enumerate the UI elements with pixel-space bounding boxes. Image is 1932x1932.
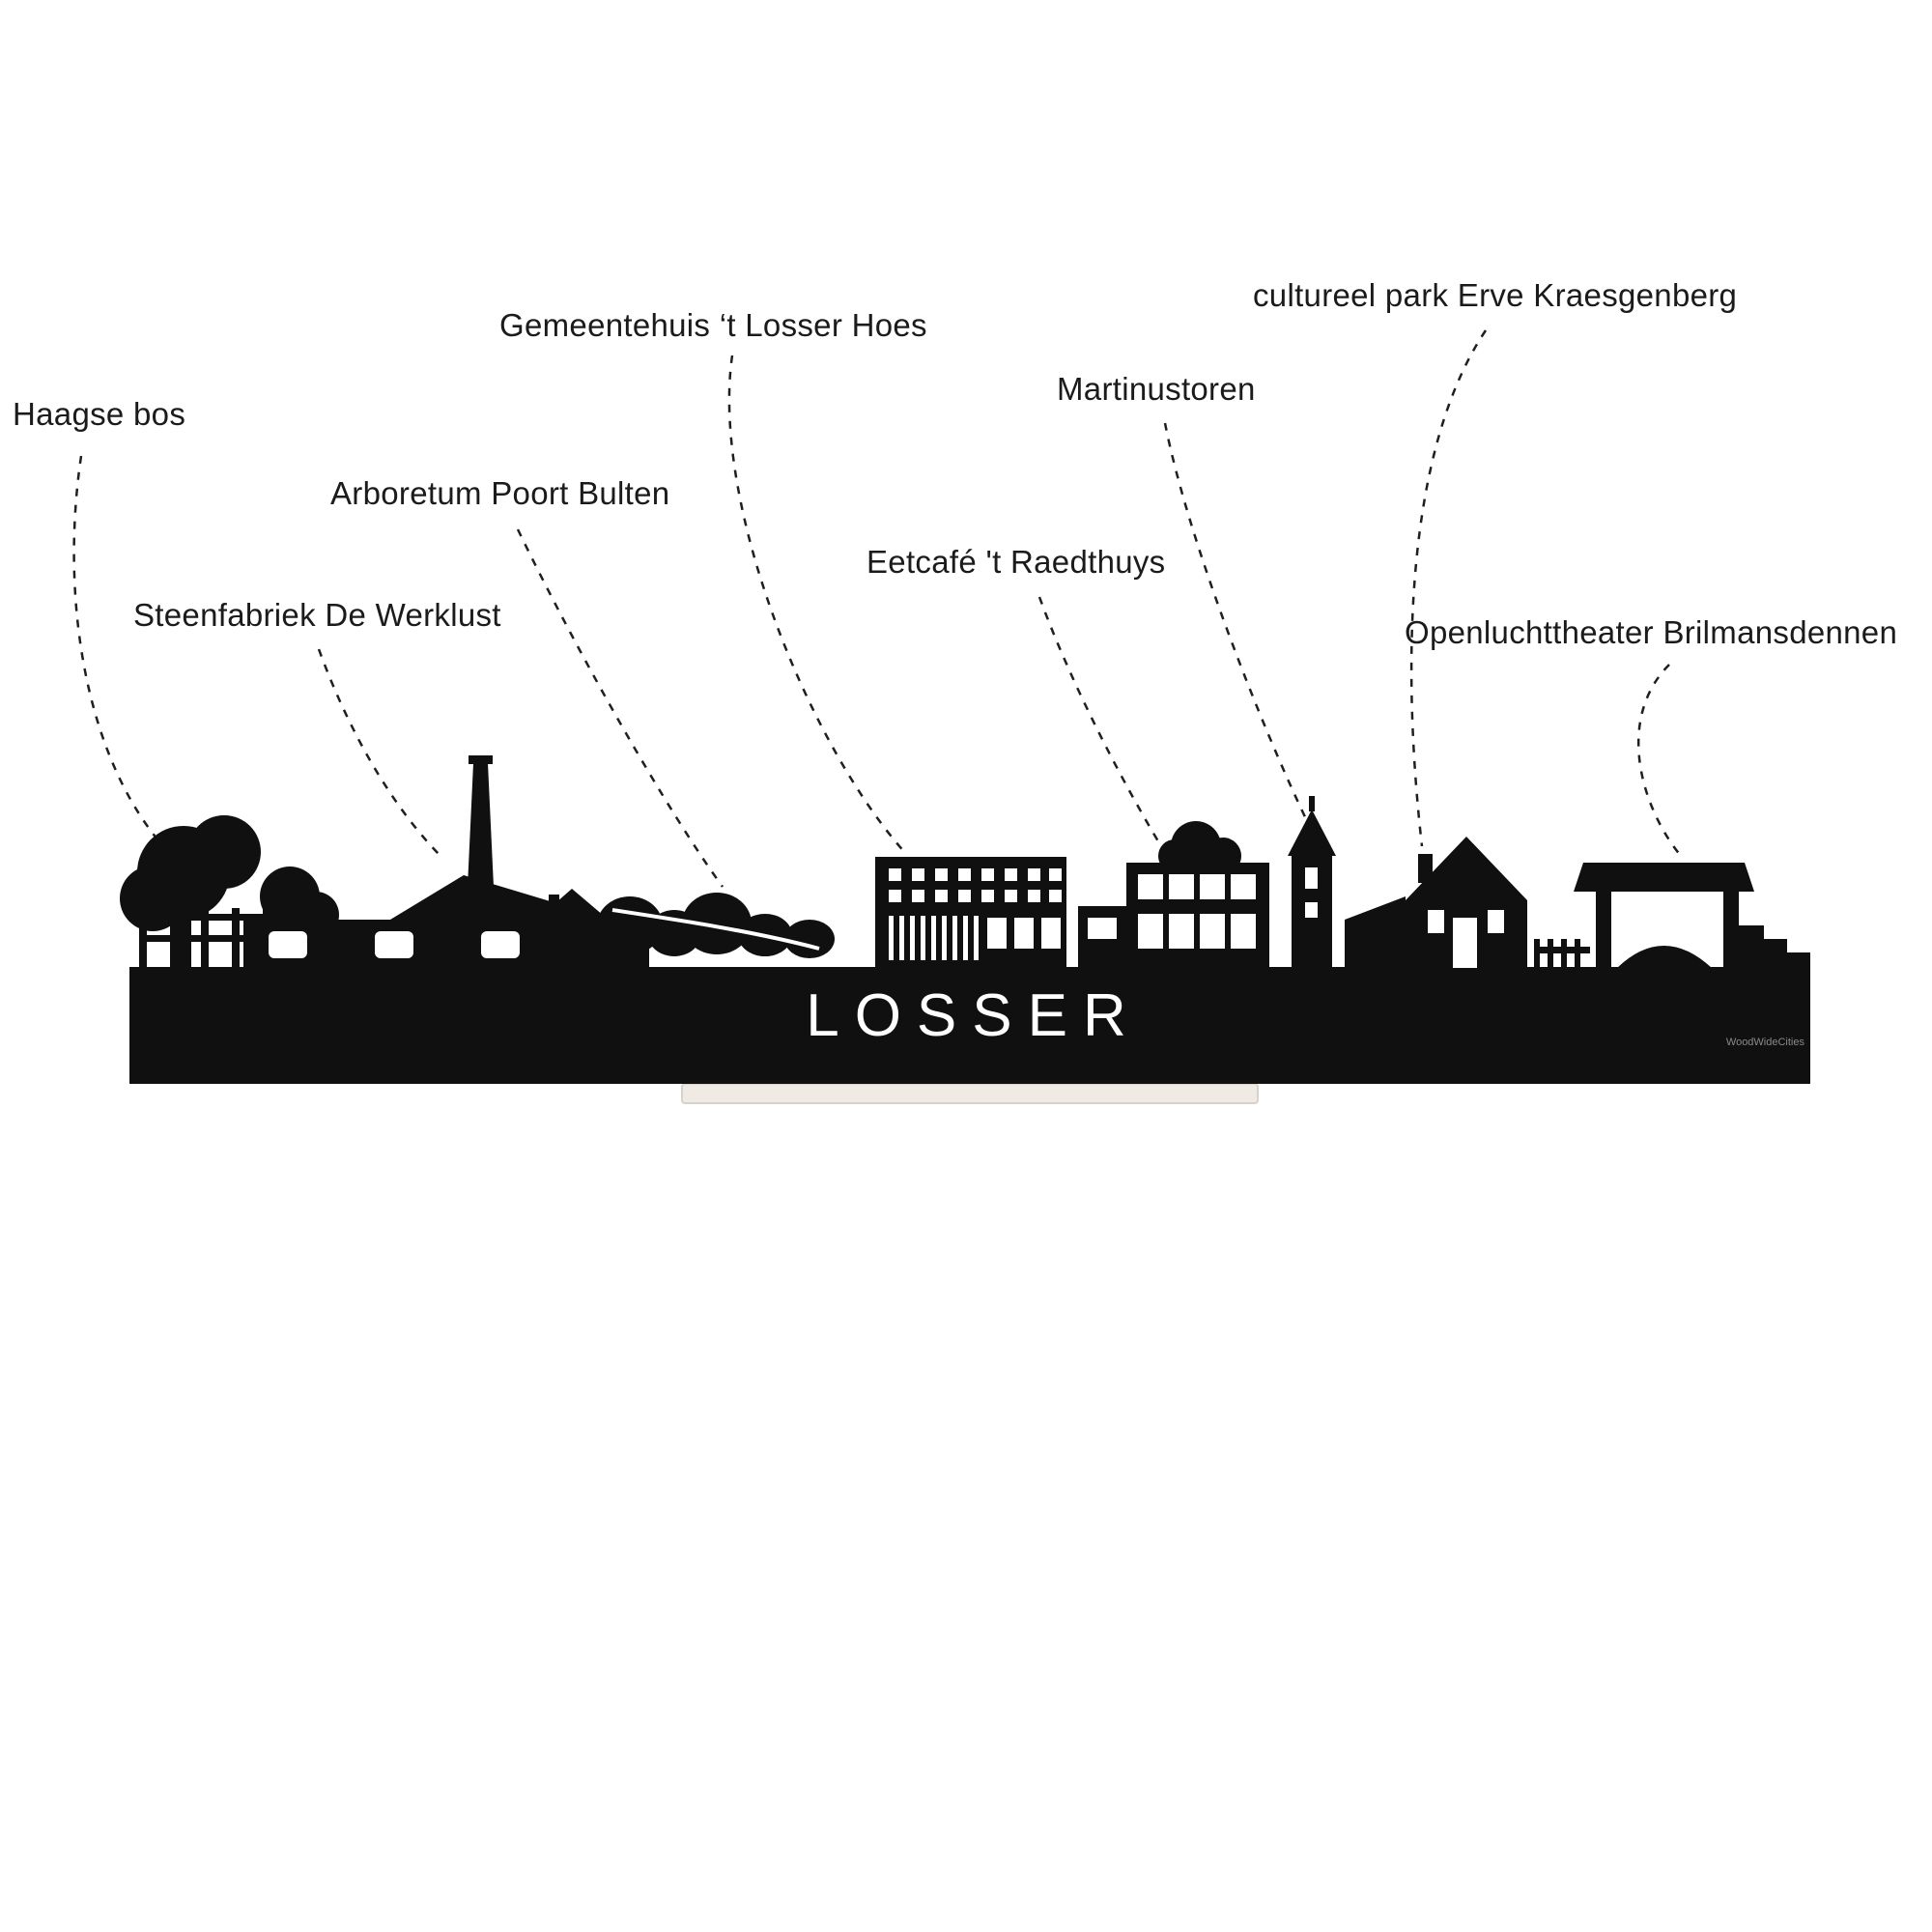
leader-line-steenfabriek xyxy=(317,648,443,859)
leader-line-haagse-bos xyxy=(72,455,171,855)
trees-silhouette xyxy=(120,815,339,972)
road-cutout xyxy=(611,908,820,951)
landmark-label-arboretum: Arboretum Poort Bulten xyxy=(330,475,670,511)
small-fence-silhouette xyxy=(1534,939,1590,968)
leader-line-cultureel-park xyxy=(1409,329,1488,847)
leader-lines xyxy=(72,329,1682,888)
skyline-stand xyxy=(681,1083,1259,1104)
leader-line-gemeentehuis xyxy=(727,355,907,855)
skyline-base-band xyxy=(129,967,1810,1084)
landmark-label-martinustoren: Martinustoren xyxy=(1057,371,1256,407)
farmhouse-silhouette xyxy=(1345,837,1527,968)
leader-line-arboretum xyxy=(516,528,724,888)
leader-line-openluchttheater xyxy=(1636,664,1682,857)
landmark-label-gemeentehuis: Gemeentehuis ‘t Losser Hoes xyxy=(499,307,927,343)
landmark-label-openluchttheater: Openluchttheater Brilmansdennen xyxy=(1405,614,1898,650)
landmark-label-haagse-bos: Haagse bos xyxy=(13,396,186,432)
landmark-label-eetcafe: Eetcafé 't Raedthuys xyxy=(867,544,1166,580)
landmark-label-steenfabriek: Steenfabriek De Werklust xyxy=(133,597,501,633)
skyline-silhouette: LOSSER WoodWideCities xyxy=(120,755,1810,1084)
leader-line-eetcafe xyxy=(1037,596,1163,847)
city-name-text: LOSSER xyxy=(806,982,1142,1049)
landmark-label-cultureel-park: cultureel park Erve Kraesgenberg xyxy=(1253,277,1738,313)
leader-line-martinustoren xyxy=(1163,422,1310,824)
cutout-details xyxy=(269,867,1504,968)
watermark-text: WoodWideCities xyxy=(1726,1037,1805,1048)
theater-silhouette xyxy=(1574,863,1810,969)
